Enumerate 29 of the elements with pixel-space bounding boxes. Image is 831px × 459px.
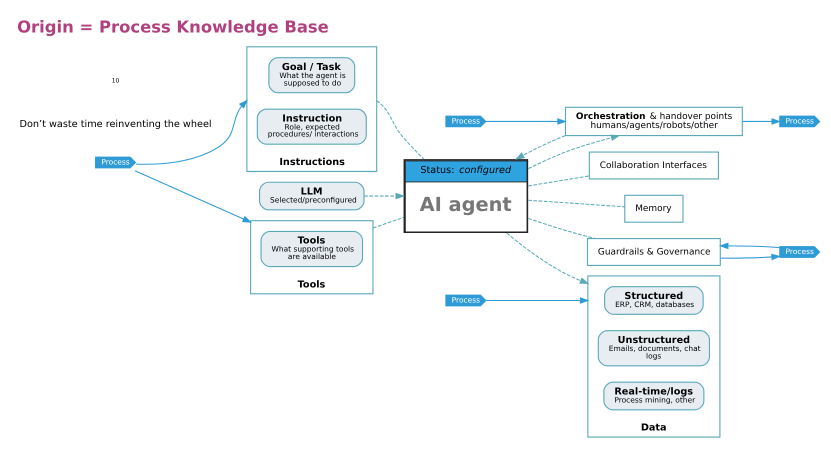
connector (376, 100, 424, 159)
connector (528, 174, 590, 186)
arrow (486, 118, 567, 124)
arrow (718, 242, 780, 249)
node-box: Tools What supporting tools are available (260, 230, 364, 267)
arrow (720, 253, 781, 260)
connector (372, 216, 404, 228)
node-box: Memory (624, 194, 684, 222)
node-box: Goal / Task What the agent is supposed to do (268, 56, 356, 93)
node-box: Collaboration Interfaces (588, 150, 719, 179)
arrow (528, 134, 620, 169)
arrow (134, 170, 252, 222)
arrow (514, 134, 566, 160)
label: Don’t waste time reinventing the wheel (20, 118, 212, 130)
node-box: Guardrails & Governance (586, 238, 721, 266)
node-box: Orchestration & handover points humans/agents/robots/other (564, 106, 743, 136)
arrow (136, 98, 248, 164)
diagram-title: Origin = Process Knowledge Base (17, 16, 329, 36)
arrow (486, 296, 590, 304)
node-box: Instruction Role, expected procedures/ interactions (256, 108, 367, 144)
connector (528, 199, 625, 207)
node-box: Unstructured Emails, documents, chat logs (598, 330, 710, 366)
node-box: LLM Selected/preconfigured (259, 181, 365, 210)
arrow (742, 118, 782, 124)
arrow (506, 232, 590, 284)
arrow (364, 192, 406, 199)
node-box: Structured ERP, CRM, databases (604, 286, 704, 314)
node-box: Real-time/logs Process mining, other (603, 381, 704, 410)
connector (528, 217, 596, 239)
